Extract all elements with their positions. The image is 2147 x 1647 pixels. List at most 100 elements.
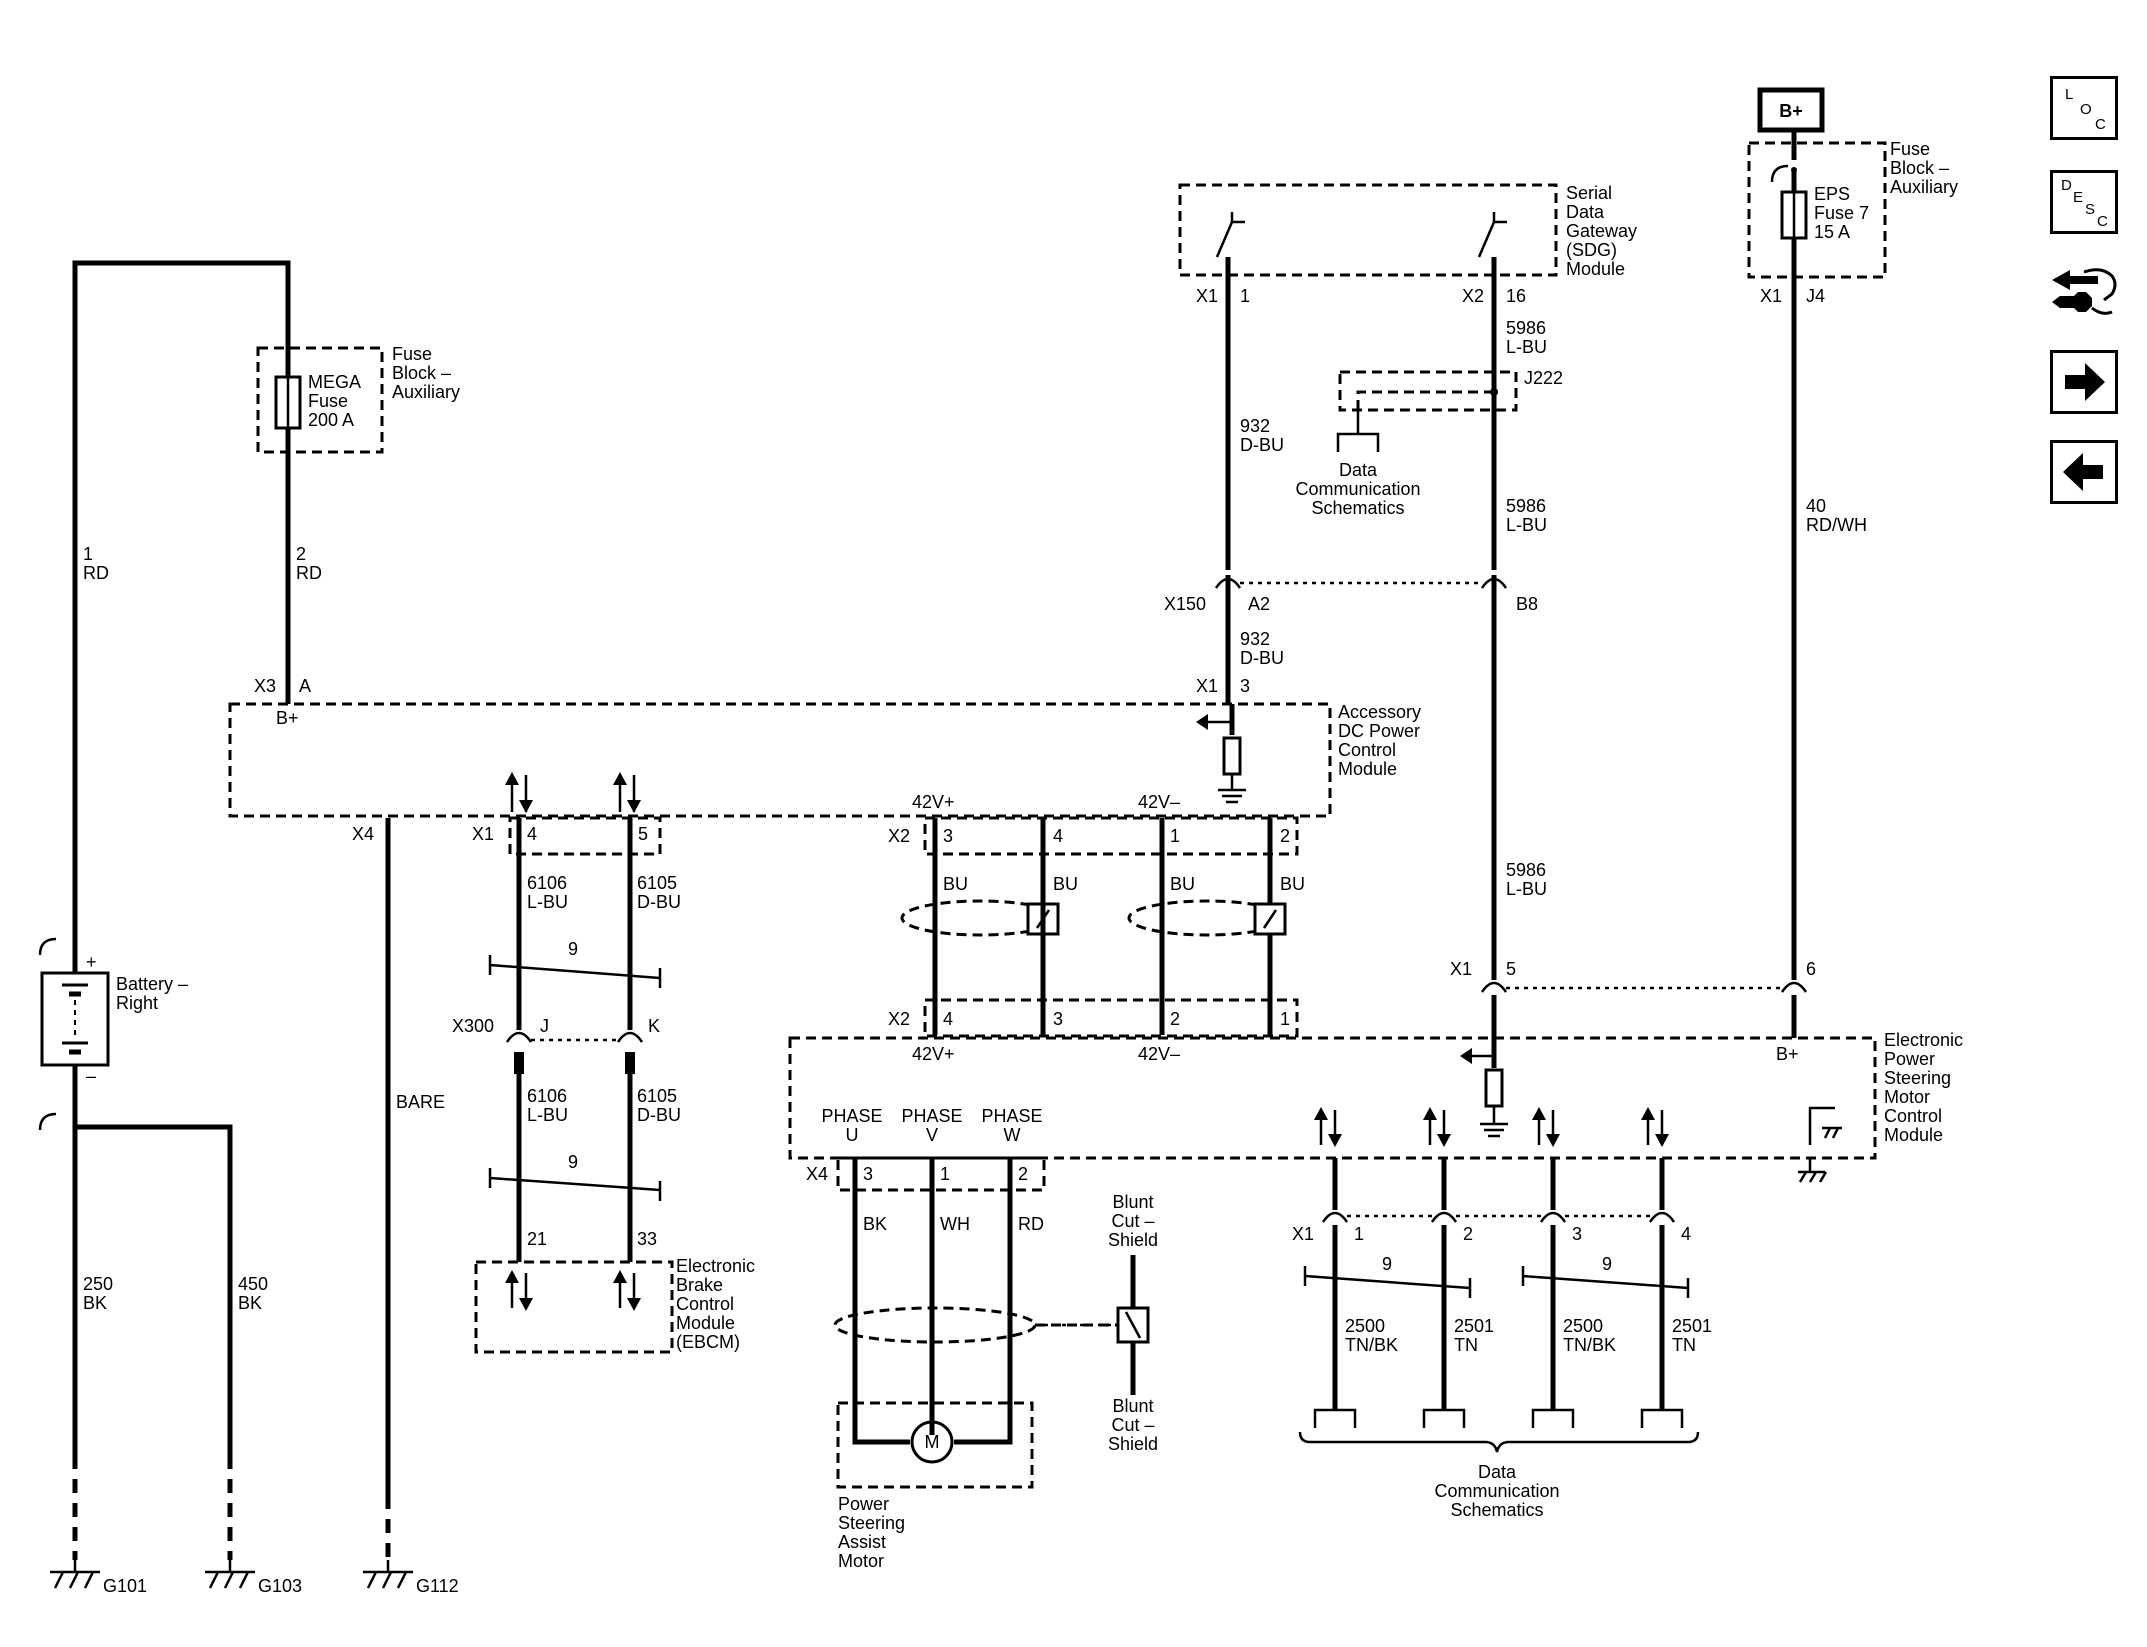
svg-text:WH: WH bbox=[940, 1214, 970, 1234]
svg-text:42V–: 42V– bbox=[1138, 792, 1180, 812]
x150-label: X150 bbox=[1164, 594, 1206, 614]
svg-text:42V+: 42V+ bbox=[912, 792, 955, 812]
svg-text:BU: BU bbox=[1170, 874, 1195, 894]
ground-g101-label: G101 bbox=[103, 1576, 147, 1596]
svg-text:2: 2 bbox=[1018, 1164, 1028, 1184]
svg-text:X1: X1 bbox=[1760, 286, 1782, 306]
svg-text:4: 4 bbox=[527, 824, 537, 844]
location-button[interactable]: L O C bbox=[2050, 76, 2118, 140]
svg-text:16: 16 bbox=[1506, 286, 1526, 306]
ground-g112-label: G112 bbox=[416, 1576, 459, 1596]
svg-text:3: 3 bbox=[943, 826, 953, 846]
svg-text:X4: X4 bbox=[806, 1164, 828, 1184]
serial-data-gateway-module bbox=[1178, 183, 1808, 1038]
svg-text:BU: BU bbox=[943, 874, 968, 894]
eps-fuse-circuit bbox=[1747, 87, 1887, 980]
svg-text:BK: BK bbox=[863, 1214, 887, 1234]
bidirectional-arrow-icon bbox=[1314, 1107, 1669, 1147]
svg-text:21: 21 bbox=[527, 1229, 547, 1249]
arrow-left-icon bbox=[2063, 453, 2103, 491]
motor-icon: M bbox=[925, 1432, 940, 1452]
svg-text:BU: BU bbox=[1053, 874, 1078, 894]
svg-text:X1: X1 bbox=[1196, 286, 1218, 306]
svg-text:X1: X1 bbox=[1292, 1224, 1314, 1244]
svg-text:5: 5 bbox=[638, 824, 648, 844]
svg-text:BU: BU bbox=[1280, 874, 1305, 894]
ground-g103-label: G103 bbox=[258, 1576, 302, 1596]
can-bus-circuit bbox=[1298, 1158, 1700, 1453]
svg-text:1: 1 bbox=[940, 1164, 950, 1184]
j222-label: J222 bbox=[1524, 368, 1563, 388]
svg-text:6: 6 bbox=[1806, 959, 1816, 979]
svg-text:33: 33 bbox=[637, 1229, 657, 1249]
svg-text:X2: X2 bbox=[888, 826, 910, 846]
bidirectional-arrow-icon bbox=[505, 772, 641, 813]
svg-text:2: 2 bbox=[1463, 1224, 1473, 1244]
svg-text:X2: X2 bbox=[888, 1009, 910, 1029]
x1-label: X1 bbox=[472, 824, 494, 844]
x300-label: X300 bbox=[452, 1016, 494, 1036]
svg-text:B+: B+ bbox=[1776, 1044, 1799, 1064]
svg-text:9: 9 bbox=[1602, 1254, 1612, 1274]
svg-text:–: – bbox=[86, 1066, 96, 1086]
arrow-right-icon bbox=[2065, 363, 2105, 401]
svg-text:1: 1 bbox=[1170, 826, 1180, 846]
connector-tools-button[interactable] bbox=[2048, 262, 2120, 334]
svg-text:1: 1 bbox=[1240, 286, 1250, 306]
svg-text:X2: X2 bbox=[1462, 286, 1484, 306]
svg-text:4: 4 bbox=[1053, 826, 1063, 846]
svg-text:A2: A2 bbox=[1248, 594, 1270, 614]
svg-text:5: 5 bbox=[1506, 959, 1516, 979]
svg-text:42V–: 42V– bbox=[1138, 1044, 1180, 1064]
svg-text:3: 3 bbox=[1053, 1009, 1063, 1029]
svg-text:4: 4 bbox=[1681, 1224, 1691, 1244]
connector-wrench-icon bbox=[2052, 268, 2117, 315]
x4-label: X4 bbox=[352, 824, 374, 844]
svg-text:9: 9 bbox=[1382, 1254, 1392, 1274]
svg-text:2: 2 bbox=[1280, 826, 1290, 846]
ground-icon bbox=[50, 1560, 413, 1589]
svg-text:K: K bbox=[648, 1016, 660, 1036]
svg-text:9: 9 bbox=[568, 1152, 578, 1172]
pin-a-label: A bbox=[299, 676, 311, 696]
b-plus-source-label: B+ bbox=[1779, 101, 1803, 121]
svg-text:J4: J4 bbox=[1806, 286, 1825, 306]
description-button[interactable]: D E S C bbox=[2050, 170, 2118, 234]
next-page-button[interactable] bbox=[2050, 350, 2118, 414]
svg-text:RD: RD bbox=[1018, 1214, 1044, 1234]
previous-page-button[interactable] bbox=[2050, 440, 2118, 504]
svg-text:4: 4 bbox=[943, 1009, 953, 1029]
ebcm-serial-circuit bbox=[474, 816, 674, 1354]
svg-text:X1: X1 bbox=[1450, 959, 1472, 979]
svg-text:2: 2 bbox=[1170, 1009, 1180, 1029]
svg-text:1: 1 bbox=[1280, 1009, 1290, 1029]
svg-text:1: 1 bbox=[1354, 1224, 1364, 1244]
